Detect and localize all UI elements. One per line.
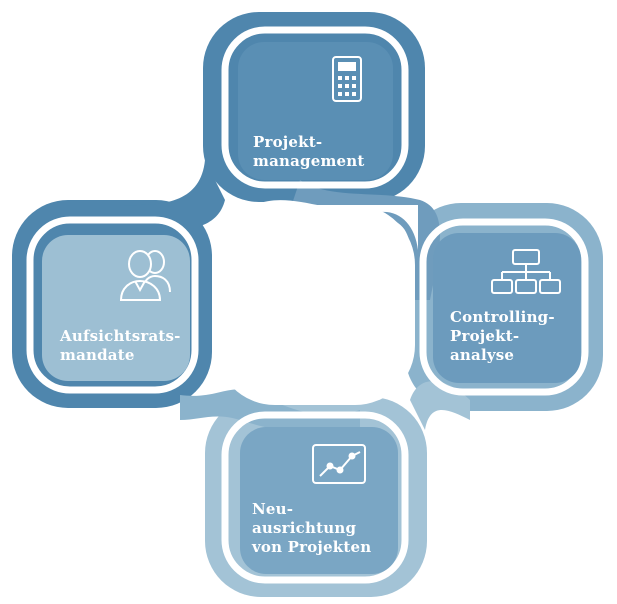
label-line: Neu- [252, 500, 294, 518]
box-aufsichtsrat [42, 235, 190, 381]
label-line: ausrichtung [252, 519, 357, 537]
label-line: management [253, 152, 365, 170]
gap-group [26, 26, 589, 584]
ribbon-connector-top-left [110, 160, 225, 232]
label-line: mandate [60, 346, 135, 364]
center-hole [215, 205, 415, 405]
label-line: Projekt- [253, 133, 323, 151]
label-line: Projekt- [450, 327, 520, 345]
label-line: analyse [450, 346, 515, 364]
box-controlling [433, 233, 581, 383]
label-line: Controlling- [450, 308, 555, 326]
line-chart-icon [312, 444, 366, 484]
box-neuausrichtung [240, 427, 398, 574]
gap-bottom [221, 411, 409, 584]
label-line: von Projekten [252, 538, 372, 556]
calculator-icon [332, 56, 362, 102]
people-icon [119, 250, 171, 301]
label-controlling: Controlling- Projekt- analyse [450, 308, 555, 365]
label-aufsichtsrat: Aufsichtsrats- mandate [60, 327, 181, 365]
gap-top [221, 26, 409, 189]
label-projektmanagement: Projekt- management [253, 133, 365, 171]
label-line: Aufsichtsrats- [60, 327, 181, 345]
label-neuausrichtung: Neu- ausrichtung von Projekten [252, 500, 371, 557]
gap-right [419, 218, 589, 396]
center-swoosh-top [255, 200, 418, 250]
gap-left [26, 216, 199, 394]
org-chart-icon [491, 249, 561, 294]
